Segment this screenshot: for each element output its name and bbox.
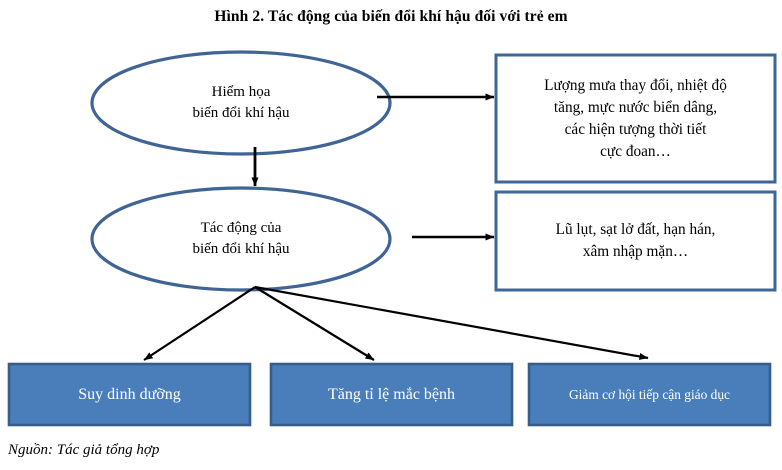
outcome-1-shape [7, 362, 252, 427]
hazard-detail-line-3: các hiện tượng thời tiết [564, 120, 707, 138]
impact-detail-box-shape [494, 190, 777, 292]
impact-detail-box-label: Lũ lụt, sạt lở đất, hạn hán, xâm nhập mặ… [496, 192, 775, 290]
impact-oval-label: Tác động của biến đổi khí hậu [92, 188, 390, 290]
outcome-2-shape [269, 362, 514, 427]
hazard-detail-line-4: cực đoan… [600, 142, 671, 160]
hazard-detail-box-label: Lượng mưa thay đổi, nhiệt độ tăng, mực n… [496, 55, 775, 182]
source-note: Nguồn: Tác giả tổng hợp [8, 442, 160, 458]
hazard-detail-box-shape [494, 53, 777, 184]
outcome-3-shape [527, 362, 772, 427]
connector-impact-to-outcome-2 [254, 286, 375, 361]
outcome-2-label: Tăng tỉ lệ mắc bệnh [327, 385, 456, 403]
hazard-oval-line-2: biến đổi khí hậu [192, 105, 290, 121]
hazard-detail-line-1: Lượng mưa thay đổi, nhiệt độ [544, 76, 727, 94]
hazard-oval-shape [90, 50, 392, 156]
outcome-3-label: Giảm cơ hội tiếp cận giáo dục [568, 386, 731, 402]
connector-impact-to-outcome-1 [143, 286, 256, 361]
hazard-oval-line-1: Hiểm họa [211, 84, 271, 100]
impact-detail-line-2: xâm nhập mặn… [582, 243, 689, 260]
outcome-1-label: Suy dinh dưỡng [78, 385, 181, 403]
figure-title: Hình 2. Tác động của biến đổi khí hậu đố… [214, 8, 568, 25]
hazard-detail-line-2: tăng, mực nước biển dâng, [553, 98, 718, 116]
impact-oval-line-1: Tác động của [200, 220, 282, 236]
hazard-oval-label: Hiểm họa biến đổi khí hậu [92, 52, 390, 154]
impact-detail-line-1: Lũ lụt, sạt lở đất, hạn hán, [555, 221, 716, 238]
impact-oval-line-2: biến đổi khí hậu [192, 241, 290, 257]
impact-oval-shape [90, 186, 392, 292]
connector-impact-to-outcome-3 [254, 285, 649, 360]
